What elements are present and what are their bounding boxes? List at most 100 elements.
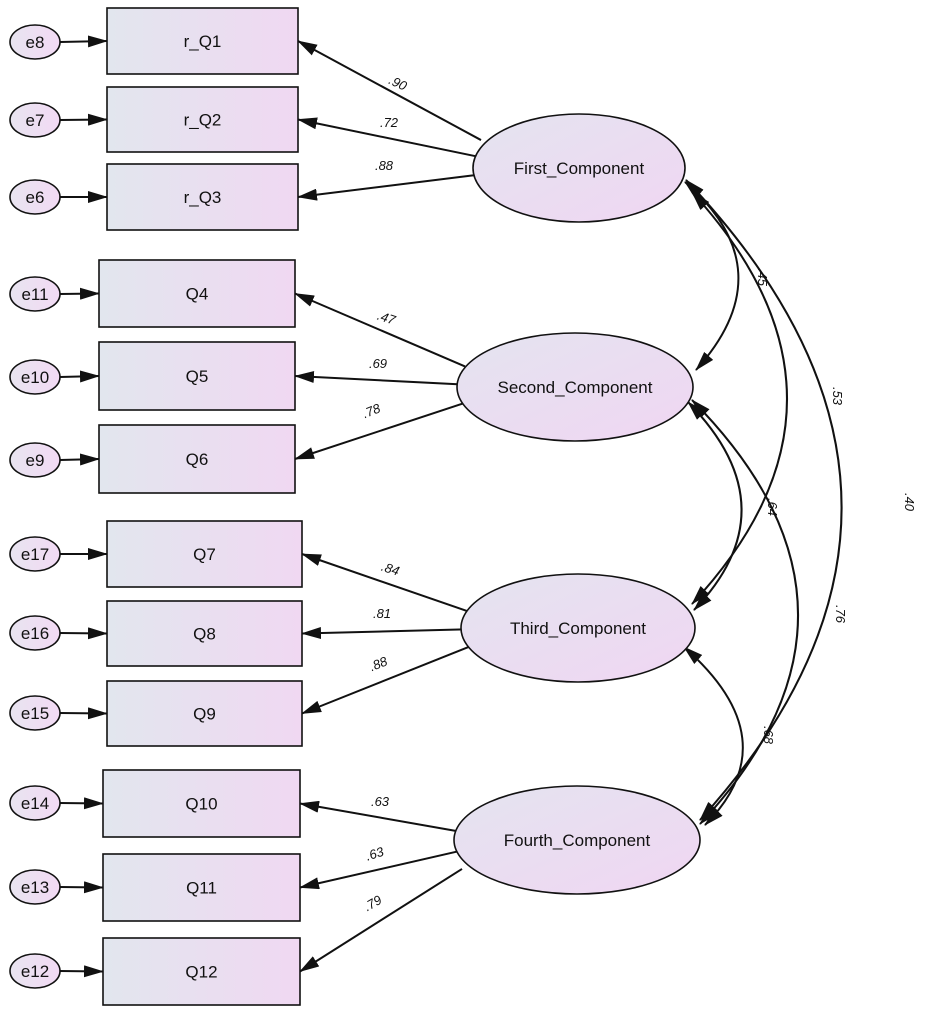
error-label: e14 [21,794,49,813]
error-term-e17 [9,536,61,572]
correlation-value: .76 [833,605,848,624]
error-term-e8 [9,24,61,60]
error-label: e9 [26,451,45,470]
error-term-e14 [9,785,61,821]
observed-box-q10 [102,769,301,838]
error-term-e11 [9,276,61,312]
loading-value: .78 [360,400,383,421]
correlation-value: .68 [761,726,776,745]
correlation-curve [683,646,744,826]
loading-value: .69 [369,356,387,371]
loading-arrow [301,553,470,613]
loading-arrow [299,849,463,890]
latent-label: Third_Component [510,619,646,638]
loading-value: .84 [379,559,401,579]
error-arrow [59,453,100,466]
error-arrow [59,707,108,720]
latent-fourth-component [453,785,701,895]
observed-box-q11 [102,853,301,922]
error-term-e13 [9,869,61,905]
correlation-curve [691,191,788,605]
error-label: e15 [21,704,49,723]
error-arrow [59,35,108,48]
error-label: e17 [21,545,49,564]
observed-box-r-q3 [106,163,299,231]
observed-box-q4 [98,259,296,328]
correlation-value: .40 [902,493,917,512]
error-term-e10 [9,359,61,395]
latent-label: Second_Component [497,378,652,397]
loading-value: .47 [375,308,398,328]
loading-value: .88 [367,653,390,674]
observed-label: Q10 [185,795,217,814]
loading-arrow [299,800,463,833]
loading-arrow [297,173,482,201]
error-label: e6 [26,188,45,207]
correlation-curve [684,181,740,371]
observed-box-q6 [98,424,296,494]
error-label: e11 [21,285,48,304]
error-arrow [59,113,108,126]
loading-arrow [299,868,463,973]
error-label: e10 [21,368,49,387]
loading-arrow [301,627,470,640]
loading-arrow [301,645,470,715]
observed-box-q12 [102,937,301,1006]
error-term-e7 [9,102,61,138]
error-arrow [59,965,104,978]
error-term-e16 [9,615,61,651]
observed-box-q9 [106,680,303,747]
observed-label: r_Q1 [184,32,222,51]
error-arrow [59,627,108,640]
observed-label: Q9 [193,705,216,724]
observed-label: Q6 [186,450,209,469]
loading-arrow [294,292,466,368]
observed-box-q7 [106,520,303,588]
error-arrow [59,797,104,810]
latent-label: Fourth_Component [504,831,651,850]
error-label: e13 [21,878,49,897]
correlation-value: .45 [755,268,770,287]
loading-value: .90 [387,72,410,94]
observed-box-r-q1 [106,7,299,75]
observed-label: Q8 [193,625,216,644]
correlation-curve [691,399,799,825]
loading-value: .79 [361,892,384,914]
observed-label: Q11 [186,879,217,898]
loading-value: .72 [380,115,399,130]
error-arrow [59,287,100,300]
error-term-e15 [9,695,61,731]
observed-label: r_Q3 [184,188,222,207]
loading-value: .88 [375,158,394,173]
error-label: e12 [21,962,49,981]
error-term-e9 [9,442,61,478]
latent-third-component [460,573,696,683]
latent-first-component [472,113,686,223]
observed-box-q5 [98,341,296,411]
error-term-e6 [9,179,61,215]
observed-box-r-q2 [106,86,299,153]
loading-value: .63 [371,794,390,809]
loading-value: .63 [364,844,387,864]
observed-label: Q12 [185,963,217,982]
error-label: e7 [26,111,45,130]
error-term-e12 [9,953,61,989]
error-arrow [59,881,104,894]
observed-label: Q4 [186,285,209,304]
correlation-value: .64 [765,498,780,516]
loading-arrow [297,117,482,159]
latent-label: First_Component [514,159,645,178]
correlation-value: .53 [830,387,845,406]
loading-arrow [294,370,466,386]
error-label: e16 [21,624,49,643]
error-label: e8 [26,33,45,52]
loading-value: .81 [373,606,391,621]
latent-second-component [456,332,694,442]
loading-arrow [294,401,466,460]
error-arrow [59,370,100,383]
observed-label: Q5 [186,367,209,386]
observed-box-q8 [106,600,303,667]
loading-arrow [297,40,482,141]
observed-label: Q7 [193,545,216,564]
